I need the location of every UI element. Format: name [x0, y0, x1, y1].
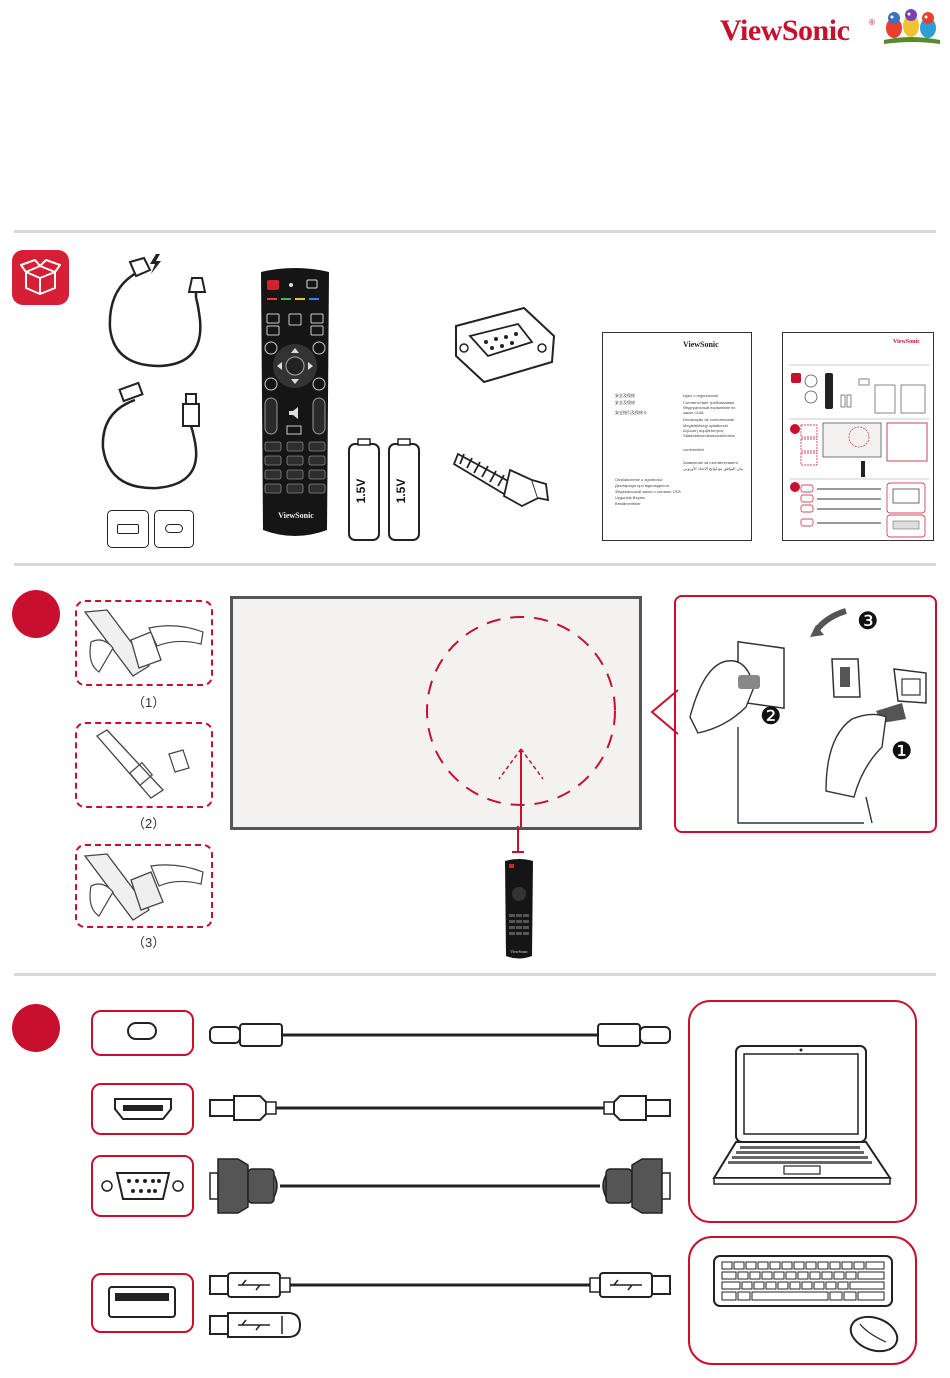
quick-start-guide-doc: ViewSonic — [782, 332, 934, 541]
step-2-badge — [12, 1004, 60, 1052]
guide-right-8: Säädöstenmukaisuusilmoitus — [683, 433, 735, 438]
ir-beam-cap — [512, 851, 524, 853]
usb-drive-icon — [209, 1312, 302, 1338]
power-cable-icon — [108, 254, 207, 368]
keyboard-icon — [713, 1255, 893, 1307]
divider-mid-2 — [14, 973, 936, 976]
guide-right-4: закон США — [683, 410, 704, 415]
box-icon — [20, 259, 61, 295]
hdmi-cable-icon — [101, 381, 200, 490]
guide-right-7: Δήλωση συμβατότητας — [683, 428, 724, 433]
battery-step-2-label: （2） — [132, 816, 166, 831]
qsg-logo: ViewSonic — [893, 339, 920, 345]
remote-small-icon — [505, 859, 533, 959]
display-panel — [230, 596, 642, 830]
guide-left-2: 安全及保修 — [615, 400, 635, 405]
ir-beam-line — [517, 826, 519, 852]
guide-bottom-4: Uygunluk Beyanı — [615, 495, 646, 500]
power-step-2-number: ❷ — [760, 703, 782, 730]
usb-c-cable-icon — [209, 1023, 671, 1047]
guide-right-9: conformiteit — [683, 447, 704, 452]
remote-open-icon — [83, 609, 204, 677]
guide-right-11: بيان التوافق مع لوائح الاتحاد الأوروبي — [683, 466, 744, 471]
guide-bottom-5: Bestämmelser — [615, 501, 641, 506]
vga-cable-icon — [209, 1158, 671, 1214]
vga-port-icon — [101, 1172, 184, 1200]
power-connection-frame: ❸ ❷ ❶ — [674, 595, 937, 833]
battery-step-1-label: （1） — [132, 695, 166, 710]
power-connection-icon — [689, 608, 927, 824]
guide-bottom-3: Федеральный закон о сигнале CEA — [615, 489, 681, 494]
birds-logo-icon — [884, 9, 940, 44]
usb-a-port-box — [91, 1273, 194, 1333]
battery-step-1-frame — [75, 600, 213, 686]
keyboard-mouse-frame — [688, 1236, 917, 1365]
guide-right-2: Соответствие требованиям — [683, 400, 734, 405]
guide-right-3: Федеральный нормативе по — [683, 405, 736, 410]
usb-a-cable-icon — [209, 1272, 671, 1298]
rs232-adapter-icon — [455, 306, 556, 384]
hdmi-port-icon — [114, 1098, 172, 1120]
laptop-icon — [712, 1045, 892, 1185]
remote-close-icon — [83, 853, 204, 921]
guide-right-1: Izjavi o reglezanosti — [683, 393, 719, 398]
battery-step-3-label: （3） — [132, 935, 166, 950]
step-1-badge — [12, 590, 60, 638]
battery-2-label: 1.5V — [394, 478, 408, 504]
battery-icon — [348, 438, 420, 541]
screw-icon — [452, 452, 550, 508]
usb-c-port-icon — [154, 510, 194, 548]
divider-mid-1 — [14, 563, 936, 566]
divider-top — [14, 230, 936, 233]
battery-step-3-frame — [75, 844, 213, 928]
power-step-1-number: ❶ — [891, 738, 913, 765]
hdmi-port-box — [91, 1083, 194, 1135]
power-step-3-number: ❸ — [857, 608, 879, 635]
guide-right-5: Declaração de conformidade — [683, 417, 735, 422]
usb-a-port-icon — [108, 1286, 176, 1318]
mouse-icon — [849, 1315, 899, 1353]
battery-step-2-frame — [75, 722, 213, 808]
callout-pointer — [650, 689, 679, 735]
small-remote-brand: ViewSonic — [510, 949, 528, 954]
package-contents-badge — [12, 250, 69, 305]
remote-brand: ViewSonic — [278, 511, 314, 520]
safety-guide-doc: ViewSonic 安全及保修 安全及保修 安全指引及保修卡 Izjavi o … — [602, 332, 752, 541]
guide-left-1: 安全及保修 — [615, 393, 635, 398]
remote-batteries-icon — [96, 729, 190, 799]
guide-bottom-1: Oświadczenie o zgodności — [615, 477, 663, 482]
usb-c-port-box — [91, 1010, 194, 1056]
laptop-frame — [688, 1000, 917, 1223]
hdmi-long-cable-icon — [209, 1095, 671, 1121]
guide-left-3: 安全指引及保修卡 — [615, 410, 647, 415]
vga-port-box — [91, 1155, 194, 1217]
micro-usb-port-icon — [107, 510, 149, 548]
qsg-thumbnail-icon — [789, 364, 929, 538]
brand-logo: ViewSonic — [720, 14, 850, 47]
guide-right-10: Заявление за съответствието — [683, 460, 739, 465]
guide-bottom-2: Декларація про відповідність — [615, 483, 670, 488]
battery-1-label: 1.5V — [354, 478, 368, 504]
remote-receiver-area-icon — [426, 616, 616, 827]
registered-mark: ® — [869, 18, 875, 27]
guide-logo: ViewSonic — [683, 340, 719, 349]
remote-icon — [261, 268, 329, 536]
guide-right-6: Megfelelőségi nyilatkozat — [683, 423, 728, 428]
